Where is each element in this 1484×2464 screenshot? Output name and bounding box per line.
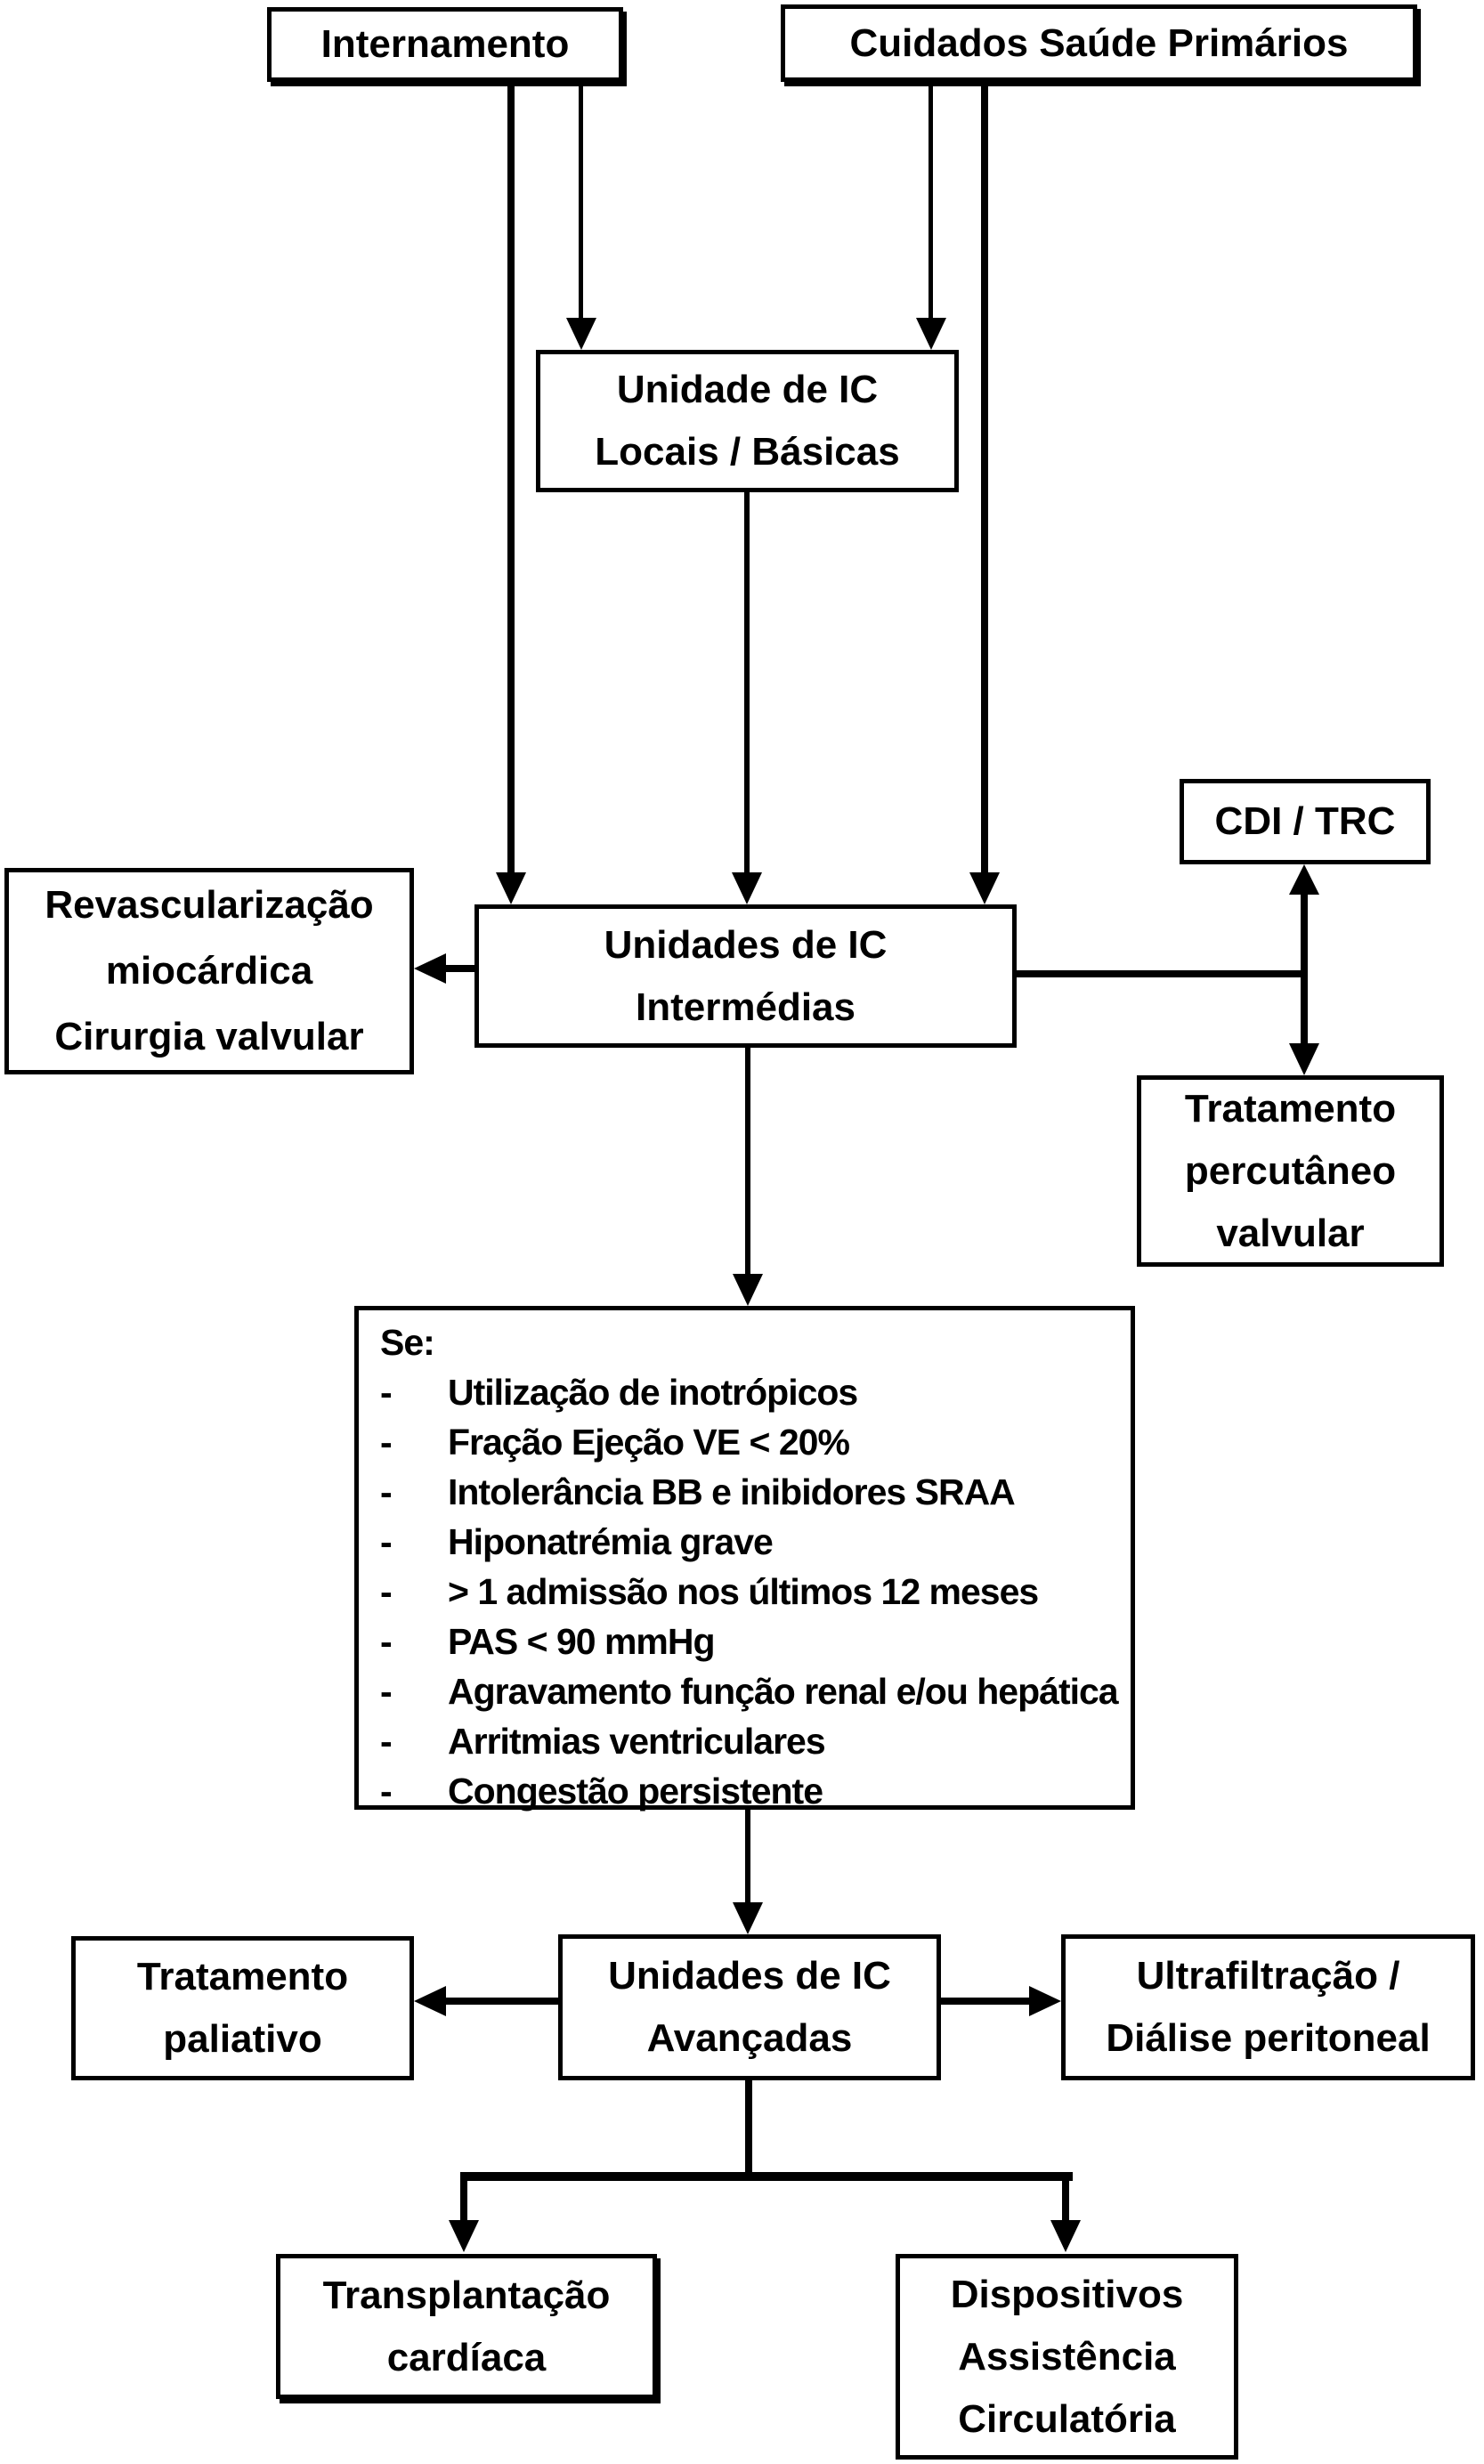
- line-junction-bar: [460, 2172, 1073, 2181]
- box-cdi-trc: CDI / TRC: [1180, 779, 1431, 864]
- box-label: Locais / Básicas: [595, 430, 900, 474]
- box-label: Internamento: [320, 22, 570, 66]
- box-label: Diálise peritoneal: [1106, 2016, 1431, 2060]
- arrowhead-down-icon: [496, 872, 526, 904]
- box-label: Cirurgia valvular: [54, 1015, 364, 1058]
- box-label: Ultrafiltração /: [1136, 1954, 1400, 1998]
- line-intermedias-to-revascularizacao: [444, 965, 474, 972]
- box-label: Unidades de IC: [604, 922, 888, 967]
- box-label: CDI / TRC: [1214, 799, 1396, 843]
- arrowhead-left-icon: [414, 1986, 446, 2016]
- se-criteria-item: - Hiponatrémia grave: [380, 1517, 1122, 1567]
- line-avancadas-to-ultrafiltracao: [941, 1998, 1029, 2005]
- box-label: Avançadas: [646, 2016, 853, 2060]
- box-label: percutâneo: [1184, 1148, 1397, 1193]
- se-criteria-text: Congestão persistente: [448, 1771, 823, 1812]
- arrowhead-down-icon: [449, 2220, 479, 2252]
- arrowhead-down-icon: [733, 1274, 763, 1306]
- se-criteria-list: - Utilização de inotrópicos - Fração Ejeção…: [380, 1367, 1122, 1816]
- box-label: valvular: [1216, 1211, 1365, 1255]
- arrowhead-up-icon: [1289, 864, 1319, 895]
- arrowhead-left-icon: [414, 953, 446, 984]
- box-label: Cuidados Saúde Primários: [849, 20, 1349, 65]
- box-label: Transplantação: [322, 2273, 611, 2317]
- bullet-dash: -: [380, 1771, 393, 1812]
- line-avancadas-to-paliativo: [444, 1998, 558, 2005]
- se-criteria-text: Hiponatrémia grave: [448, 1521, 774, 1562]
- box-unidade-ic-locais-basicas: Unidade de IC Locais / Básicas: [536, 350, 959, 492]
- bullet-dash: -: [380, 1521, 393, 1562]
- box-transplantacao-cardiaca: Transplantação cardíaca: [276, 2254, 657, 2399]
- se-criteria-text: Utilização de inotrópicos: [448, 1372, 858, 1413]
- box-tratamento-paliativo: Tratamento paliativo: [71, 1936, 414, 2080]
- arrowhead-down-icon: [916, 318, 946, 350]
- line-internamento-to-intermedias: [507, 82, 515, 872]
- line-cuidados-to-locais: [929, 82, 933, 318]
- box-label: Assistência: [958, 2334, 1176, 2379]
- se-criteria-heading: Se:: [380, 1322, 435, 1363]
- box-tratamento-percutaneo-valvular: Tratamento percutâneo valvular: [1137, 1075, 1444, 1267]
- box-label: Tratamento: [1184, 1086, 1397, 1131]
- bullet-dash: -: [380, 1422, 393, 1463]
- box-label: Unidade de IC: [616, 368, 879, 411]
- box-internamento: Internamento: [267, 7, 623, 82]
- arrowhead-down-icon: [733, 1902, 763, 1934]
- arrowhead-down-icon: [566, 318, 596, 350]
- se-criteria-text: Intolerância BB e inibidores SRAA: [448, 1471, 1016, 1512]
- line-locais-to-intermedias: [744, 492, 750, 872]
- box-label: miocárdica: [105, 949, 313, 993]
- se-criteria-text: Arritmias ventriculares: [448, 1721, 826, 1762]
- box-label: Dispositivos: [950, 2272, 1184, 2316]
- box-label: cardíaca: [386, 2335, 547, 2379]
- box-se-criteria: Se: - Utilização de inotrópicos - Fração Ej…: [354, 1306, 1135, 1812]
- se-criteria-item: - Intolerância BB e inibidores SRAA: [380, 1467, 1122, 1517]
- arrowhead-down-icon: [732, 872, 762, 904]
- line-cdi-percutaneo-double-arrow: [1301, 893, 1308, 1047]
- box-label: Tratamento: [136, 1955, 349, 1998]
- line-internamento-to-locais: [579, 82, 583, 318]
- se-criteria-text: PAS < 90 mmHg: [448, 1621, 716, 1662]
- arrowhead-right-icon: [1029, 1986, 1061, 2016]
- line-intermedias-to-right-branch: [1017, 970, 1306, 977]
- line-se-to-avancadas: [745, 1810, 750, 1902]
- se-criteria-item: - Congestão persistente: [380, 1766, 1122, 1816]
- box-label: Revascularização: [45, 883, 374, 927]
- box-ultrafiltracao-dialise: Ultrafiltração / Diálise peritoneal: [1061, 1934, 1475, 2080]
- arrowhead-down-icon: [1050, 2220, 1081, 2252]
- se-criteria-text: Fração Ejeção VE < 20%: [448, 1422, 850, 1463]
- se-criteria-item: - Utilização de inotrópicos: [380, 1367, 1122, 1417]
- box-unidades-ic-intermedias: Unidades de IC Intermédias: [474, 904, 1017, 1048]
- line-avancadas-to-junction: [745, 2080, 752, 2176]
- se-criteria-text: Agravamento função renal e/ou hepática: [448, 1671, 1119, 1712]
- se-criteria-text: > 1 admissão nos últimos 12 meses: [448, 1571, 1039, 1612]
- box-label: Intermédias: [636, 985, 856, 1029]
- bullet-dash: -: [380, 1571, 393, 1612]
- box-label: paliativo: [163, 2017, 322, 2061]
- box-unidades-ic-avancadas: Unidades de IC Avançadas: [558, 1934, 941, 2080]
- se-criteria-item: - Agravamento função renal e/ou hepática: [380, 1666, 1122, 1716]
- bullet-dash: -: [380, 1721, 393, 1762]
- box-dispositivos-assistencia-circulatoria: Dispositivos Assistência Circulatória: [896, 2254, 1238, 2460]
- se-criteria-item: - PAS < 90 mmHg: [380, 1617, 1122, 1666]
- line-junction-to-transplantacao: [460, 2176, 467, 2224]
- box-revascularizacao-miocardica: Revascularização miocárdica Cirurgia val…: [4, 868, 414, 1074]
- bullet-dash: -: [380, 1471, 393, 1512]
- line-cuidados-to-intermedias: [981, 82, 988, 872]
- arrowhead-down-icon: [969, 872, 1000, 904]
- line-intermedias-to-se: [745, 1048, 750, 1274]
- arrowhead-down-icon: [1289, 1043, 1319, 1075]
- box-label: Circulatória: [958, 2396, 1176, 2441]
- se-criteria-item: - Arritmias ventriculares: [380, 1716, 1122, 1766]
- bullet-dash: -: [380, 1372, 393, 1413]
- box-label: Unidades de IC: [608, 1954, 891, 1998]
- se-criteria-item: - > 1 admissão nos últimos 12 meses: [380, 1567, 1122, 1617]
- se-criteria-item: - Fração Ejeção VE < 20%: [380, 1417, 1122, 1467]
- bullet-dash: -: [380, 1671, 393, 1712]
- line-junction-to-dispositivos: [1062, 2176, 1069, 2224]
- bullet-dash: -: [380, 1621, 393, 1662]
- box-cuidados-saude-primarios: Cuidados Saúde Primários: [781, 4, 1417, 82]
